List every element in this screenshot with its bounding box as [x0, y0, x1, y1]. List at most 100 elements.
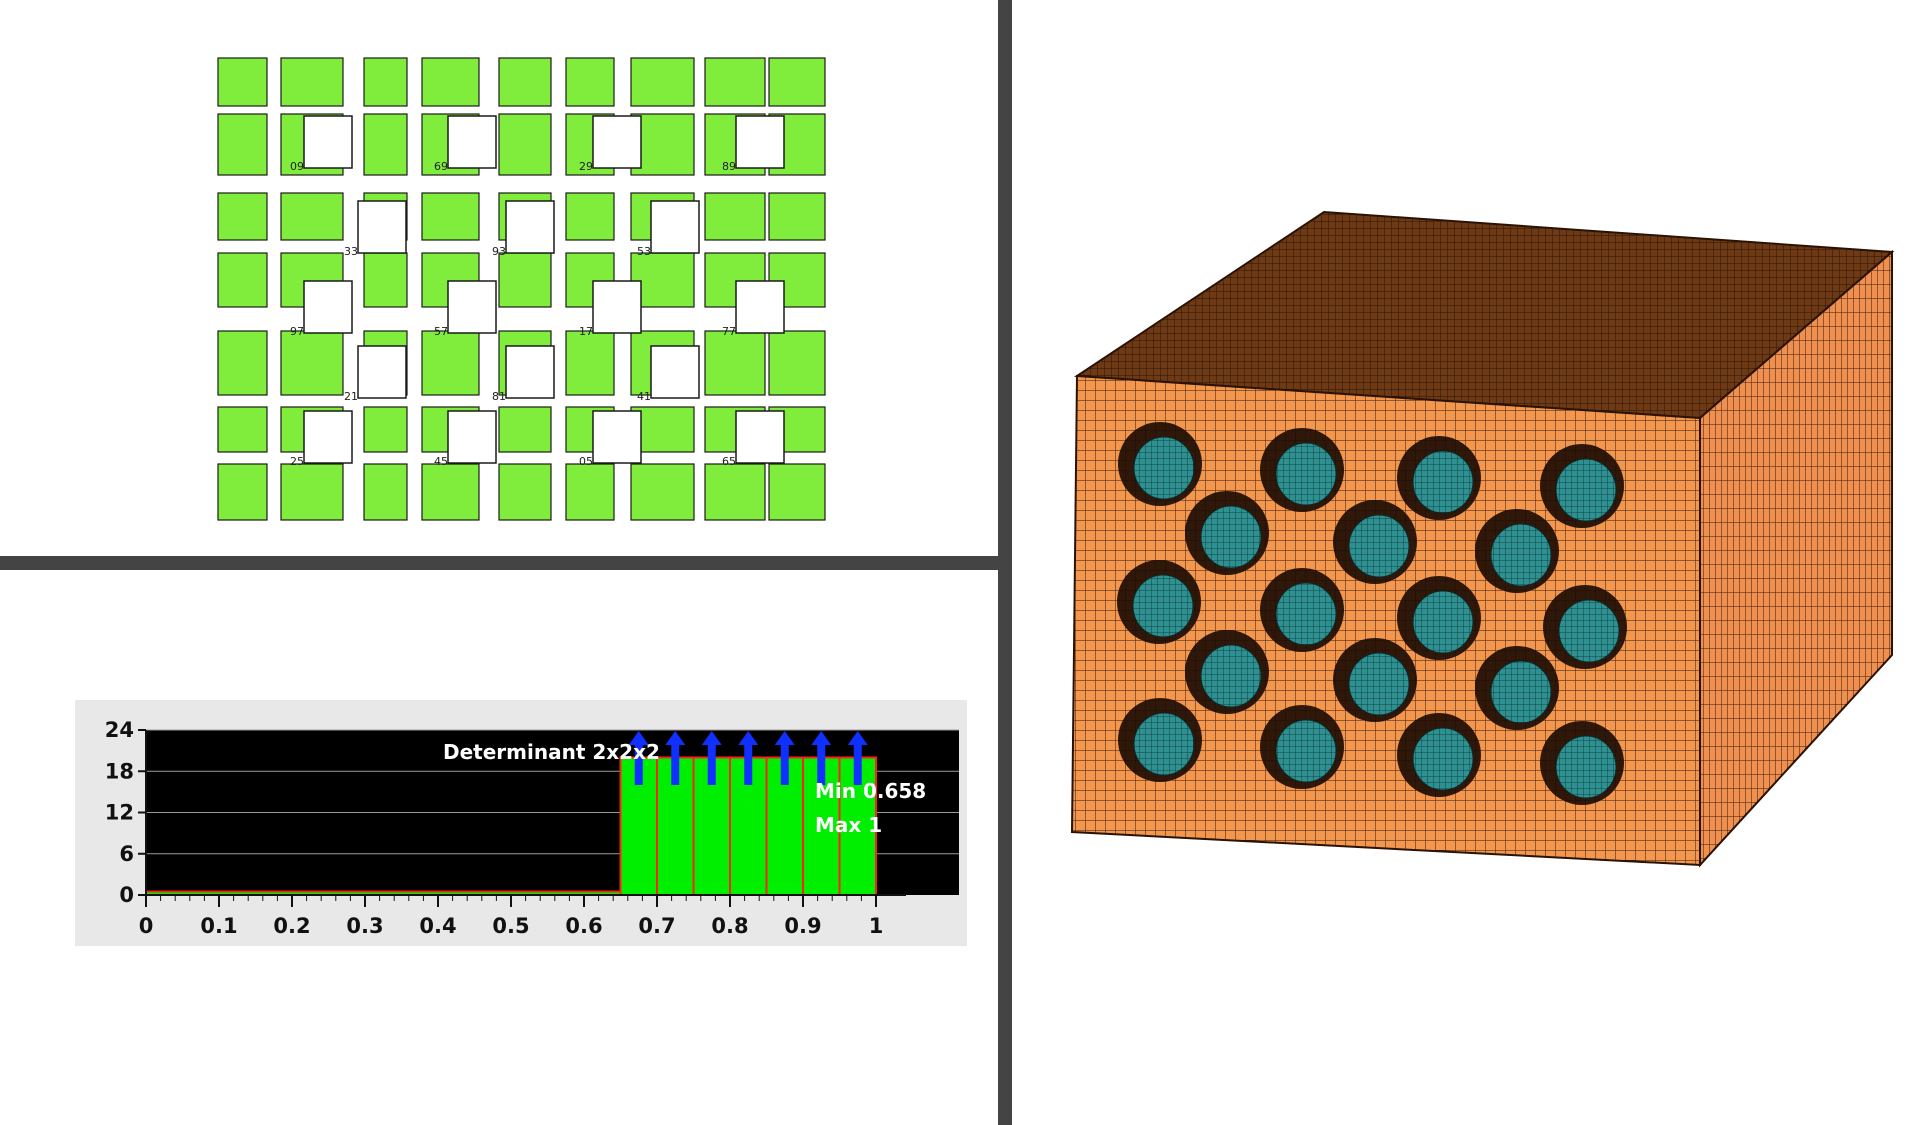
mesh-hole — [592, 280, 642, 334]
arrow-up-icon — [847, 731, 868, 785]
inclusion-sphere — [1412, 727, 1474, 791]
mesh-block — [498, 406, 552, 453]
node-label: 53 — [637, 245, 651, 258]
node-label: 93 — [492, 245, 506, 258]
inclusion-sphere — [1490, 660, 1552, 724]
x-tick-label: 0.2 — [273, 914, 310, 938]
node-label: 81 — [492, 390, 506, 403]
mesh-block — [768, 463, 826, 521]
inclusion-sphere — [1200, 644, 1262, 708]
node-label: 17 — [579, 325, 593, 338]
pane-divider-vertical[interactable] — [998, 0, 1012, 1125]
mesh-block — [217, 57, 268, 107]
x-tick-label: 1 — [869, 914, 884, 938]
inclusion-sphere — [1275, 442, 1337, 506]
mesh-block — [217, 406, 268, 453]
x-tick-label: 0.6 — [565, 914, 602, 938]
mesh-block — [768, 57, 826, 107]
mesh-block — [498, 252, 552, 308]
inclusion-sphere — [1490, 523, 1552, 587]
mesh-hole — [735, 115, 785, 169]
arrow-up-icon — [701, 731, 722, 785]
node-label: 41 — [637, 390, 651, 403]
inclusion-sphere — [1348, 652, 1410, 716]
mesh-hole — [303, 280, 353, 334]
chart-title: Determinant 2x2x2 — [443, 740, 660, 764]
mesh-block — [421, 330, 480, 396]
node-label: 29 — [579, 160, 593, 173]
mesh-block — [363, 463, 408, 521]
node-label: 21 — [344, 390, 358, 403]
mesh-hole — [650, 345, 700, 399]
mesh-hole — [592, 115, 642, 169]
node-label: 65 — [722, 455, 736, 468]
inclusion-sphere — [1555, 735, 1617, 799]
mesh-block — [630, 463, 695, 521]
mesh-block — [217, 192, 268, 241]
inclusion-sphere — [1555, 458, 1617, 522]
x-tick-label: 0.7 — [638, 914, 675, 938]
mesh-block — [421, 463, 480, 521]
mesh-block — [217, 330, 268, 396]
inclusion-sphere — [1200, 505, 1262, 569]
mesh-block — [565, 57, 615, 107]
inclusion-sphere — [1412, 590, 1474, 654]
mesh-block — [498, 463, 552, 521]
x-tick-label: 0.1 — [200, 914, 237, 938]
y-tick-label: 24 — [105, 718, 134, 742]
annotation-max: Max 1 — [815, 813, 882, 837]
mesh-block — [217, 463, 268, 521]
mesh-hole — [505, 345, 555, 399]
mesh-block — [363, 406, 408, 453]
mesh-hole — [447, 280, 497, 334]
hex-mesh-3d-view[interactable] — [1055, 200, 1905, 900]
mesh-block — [363, 252, 408, 308]
mesh-block — [363, 113, 408, 176]
node-label: 09 — [290, 160, 304, 173]
arrow-up-icon — [738, 731, 759, 785]
mesh-hole — [735, 410, 785, 464]
x-tick-label: 0 — [139, 914, 154, 938]
pane-divider-horizontal[interactable] — [0, 556, 998, 570]
mesh-block — [280, 330, 344, 396]
mesh-hole — [447, 115, 497, 169]
node-label: 33 — [344, 245, 358, 258]
hex-mesh-graphic — [1070, 210, 1895, 868]
y-tick-label: 6 — [119, 842, 134, 866]
mesh-hole — [735, 280, 785, 334]
arrow-up-icon — [811, 731, 832, 785]
mesh-block — [704, 330, 766, 396]
mesh-block — [630, 57, 695, 107]
mesh-block — [421, 57, 480, 107]
mesh-hole — [357, 200, 407, 254]
mesh-block — [217, 113, 268, 176]
node-label: 45 — [434, 455, 448, 468]
mesh-block — [280, 192, 344, 241]
mesh-block — [498, 57, 552, 107]
y-tick-label: 0 — [119, 883, 134, 907]
node-label: 89 — [722, 160, 736, 173]
mesh-hole — [303, 115, 353, 169]
mesh-block — [704, 463, 766, 521]
mesh-block — [421, 192, 480, 241]
mesh-block — [565, 192, 615, 241]
inclusion-group — [1117, 422, 1627, 805]
x-tick-label: 0.8 — [711, 914, 748, 938]
x-tick-label: 0.5 — [492, 914, 529, 938]
node-label: 25 — [290, 455, 304, 468]
node-label: 05 — [579, 455, 593, 468]
x-tick-label: 0.3 — [346, 914, 383, 938]
inclusion-sphere — [1133, 436, 1195, 500]
node-label: 69 — [434, 160, 448, 173]
mesh-block — [280, 57, 344, 107]
mesh-block — [565, 330, 615, 396]
x-tick-label: 0.9 — [784, 914, 821, 938]
mesh-block — [280, 463, 344, 521]
inclusion-sphere — [1412, 450, 1474, 514]
y-tick-label: 12 — [105, 801, 134, 825]
mesh-hole — [447, 410, 497, 464]
mesh-hole — [592, 410, 642, 464]
